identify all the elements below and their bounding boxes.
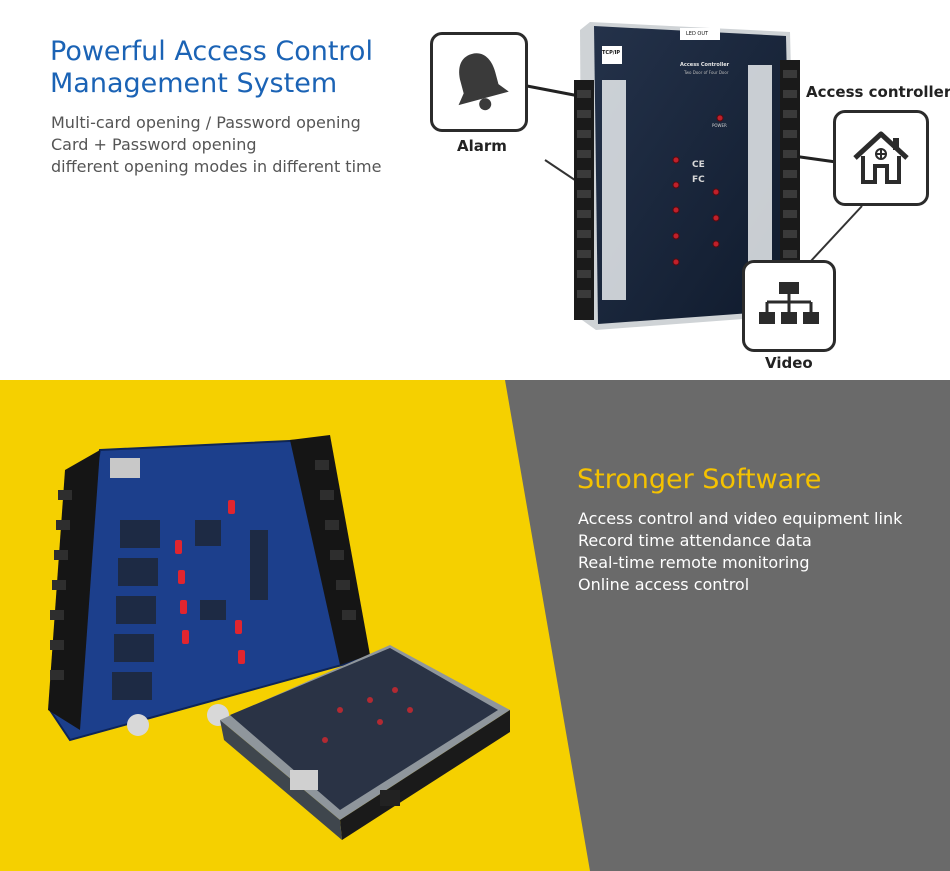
access-controller-board: TCP/IP LED OUT Access Controller Two Doo…	[572, 20, 802, 330]
board-subtitle: Two Door of Four Door	[684, 70, 729, 75]
fc-mark: FC	[692, 175, 705, 185]
access-controller-label: Access controller	[806, 83, 950, 101]
led-out-label: LED OUT	[686, 31, 709, 37]
video-callout-box	[742, 260, 836, 352]
controller-boards-image	[40, 410, 530, 850]
grey-band	[505, 380, 950, 871]
opening-mode-item: Multi-card opening / Password opening	[51, 113, 361, 132]
software-title: Stronger Software	[577, 464, 822, 495]
power-label: POWER	[712, 123, 727, 128]
video-label: Video	[765, 354, 813, 372]
software-feature-item: Online access control	[578, 575, 750, 594]
software-feature-item: Access control and video equipment link	[578, 509, 903, 528]
page-title-line-1: Powerful Access Control	[50, 36, 373, 67]
hero-section: Powerful Access Control Management Syste…	[0, 0, 950, 380]
software-feature-item: Record time attendance data	[578, 531, 812, 550]
page-title-line-2: Management System	[50, 68, 338, 99]
ce-mark: CE	[692, 160, 705, 170]
access-controller-callout-box	[833, 110, 929, 206]
opening-mode-item: different opening modes in different tim…	[51, 157, 382, 176]
software-feature-item: Real-time remote monitoring	[578, 553, 810, 572]
board-title: Access Controller	[680, 62, 730, 68]
opening-modes-list: Multi-card opening / Password opening Ca…	[51, 112, 381, 178]
house-icon	[849, 126, 913, 190]
page-title: Powerful Access Control Management Syste…	[50, 36, 373, 100]
bell-icon	[445, 47, 513, 117]
software-feature-list: Access control and video equipment link …	[578, 508, 902, 596]
alarm-label: Alarm	[457, 137, 507, 155]
opening-mode-item: Card + Password opening	[51, 135, 257, 154]
tcp-ip-label: TCP/IP	[602, 50, 621, 56]
alarm-callout-box	[430, 32, 528, 132]
network-icon	[757, 278, 821, 334]
software-section: Stronger Software Access control and vid…	[0, 380, 950, 871]
